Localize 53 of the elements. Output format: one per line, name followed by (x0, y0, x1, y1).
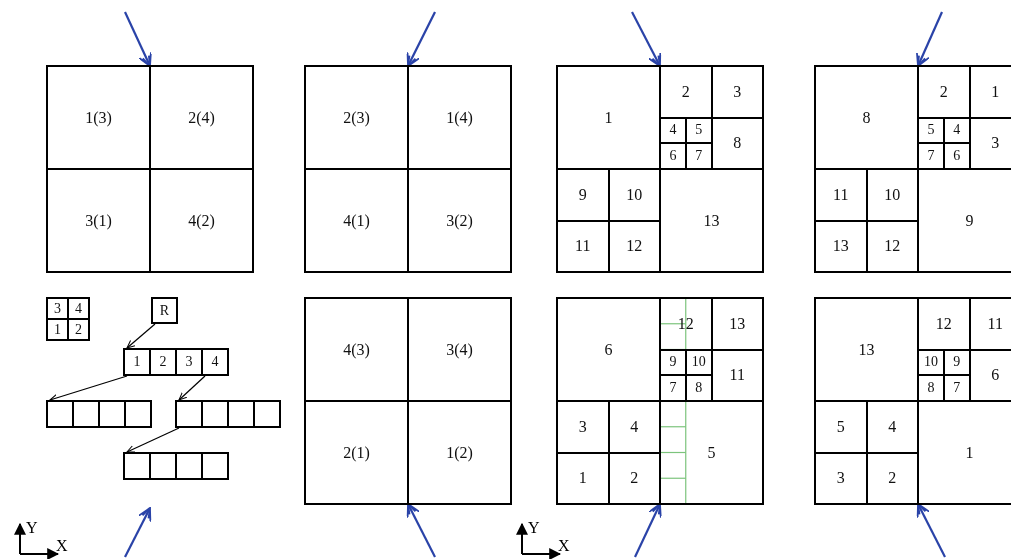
grid-cell: 2(4) (149, 65, 254, 170)
grid-cell: 4(3) (304, 297, 409, 402)
axis-label: X (56, 538, 68, 554)
array-cell (72, 400, 100, 428)
array-cell: 1 (123, 348, 151, 376)
grid-cell: 13 (814, 297, 919, 402)
axis-label: X (558, 538, 570, 554)
grid-cell: 3(2) (407, 168, 512, 273)
array-cell (149, 452, 177, 480)
grid-cell: 1 (556, 451, 610, 505)
array-cell: 4 (201, 348, 229, 376)
grid-cell: 5 (659, 400, 764, 505)
axis-label: Y (26, 520, 38, 536)
array-cell (175, 452, 203, 480)
arrow (126, 427, 180, 453)
grid-cell: 11 (556, 219, 610, 273)
grid-cell: 4(1) (304, 168, 409, 273)
array-cell (253, 400, 281, 428)
arrow (126, 323, 156, 349)
grid-cell: 3(1) (46, 168, 151, 273)
array-cell (201, 400, 229, 428)
grid-cell: 1 (556, 65, 661, 170)
array-cell (227, 400, 255, 428)
grid-cell: 1(3) (46, 65, 151, 170)
root-box: R (151, 297, 178, 324)
grid-cell: 4(2) (149, 168, 254, 273)
grid-cell: 2(1) (304, 400, 409, 505)
grid-cell: 13 (710, 297, 764, 351)
grid-cell: 1(2) (407, 400, 512, 505)
array-cell (175, 400, 203, 428)
grid-cell: 3 (710, 65, 764, 119)
array-cell: 2 (149, 348, 177, 376)
grid-cell: 2(3) (304, 65, 409, 170)
grid-cell: 3 (814, 451, 868, 505)
grid-cell: 1 (46, 318, 69, 341)
arrow (178, 375, 206, 401)
axis-label: Y (528, 520, 540, 536)
grid-cell: 13 (659, 168, 764, 273)
grid-cell: 4 (67, 297, 90, 320)
grid-cell: 8 (814, 65, 919, 170)
grid-cell: 2 (67, 318, 90, 341)
arrow (49, 375, 128, 402)
grid-cell: 1(4) (407, 65, 512, 170)
array-cell (123, 452, 151, 480)
array-cell (98, 400, 126, 428)
array-cell (201, 452, 229, 480)
grid-cell: 3(4) (407, 297, 512, 402)
grid-cell: 6 (556, 297, 661, 402)
array-cell (46, 400, 74, 428)
array-cell: 3 (175, 348, 203, 376)
array-cell (124, 400, 152, 428)
grid-cell: 13 (814, 219, 868, 273)
grid-cell: 3 (46, 297, 69, 320)
